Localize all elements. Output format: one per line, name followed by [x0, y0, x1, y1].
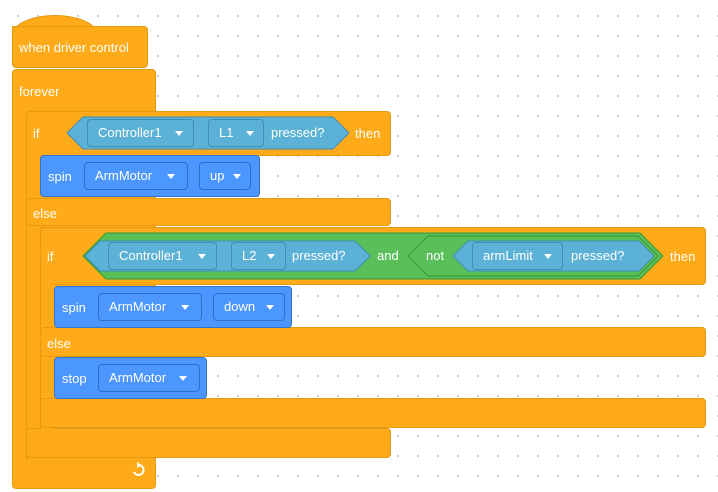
inner-else-bar[interactable]: else [40, 327, 706, 357]
chevron-down-icon [167, 174, 175, 179]
outer-if-foot [26, 428, 391, 458]
spin-down-direction-dropdown[interactable]: down [213, 293, 285, 321]
inner-if-label: if [47, 249, 54, 264]
spin-down-label: spin [62, 300, 86, 315]
forever-label: forever [19, 84, 60, 99]
outer-condition[interactable]: Controller1 L1 pressed? [66, 116, 350, 150]
outer-controller-dropdown[interactable]: Controller1 [87, 119, 194, 147]
outer-button-dropdown[interactable]: L1 [208, 119, 264, 147]
stop-block[interactable]: stop ArmMotor [54, 357, 207, 399]
spin-up-block[interactable]: spin ArmMotor up [40, 155, 260, 197]
outer-if-arm [26, 150, 42, 460]
spin-down-block[interactable]: spin ArmMotor down [54, 286, 292, 328]
outer-else-bar[interactable]: else [26, 198, 391, 226]
inner-button-dropdown[interactable]: L2 [231, 242, 286, 270]
inner-then-label: then [670, 249, 696, 264]
stop-label: stop [62, 371, 87, 386]
inner-else-label: else [47, 336, 71, 351]
chevron-down-icon [246, 131, 254, 136]
outer-then-label: then [355, 126, 381, 141]
inner-pressed-label: pressed? [292, 248, 346, 263]
spin-up-motor-dropdown[interactable]: ArmMotor [84, 162, 188, 190]
chevron-down-icon [266, 305, 274, 310]
limit-dropdown[interactable]: armLimit [472, 242, 563, 270]
chevron-down-icon [179, 376, 187, 381]
chevron-down-icon [198, 254, 206, 259]
not-label: not [426, 248, 445, 263]
inner-if-foot [40, 398, 706, 428]
inner-controller-dropdown[interactable]: Controller1 [108, 242, 217, 270]
and-label: and [377, 248, 399, 263]
chevron-down-icon [544, 254, 552, 259]
limit-pressed-label: pressed? [571, 248, 625, 263]
chevron-down-icon [267, 254, 275, 259]
chevron-down-icon [181, 305, 189, 310]
outer-pressed-label: pressed? [271, 125, 325, 140]
stop-motor-dropdown[interactable]: ArmMotor [98, 364, 200, 392]
hat-block[interactable]: when driver control [12, 26, 148, 68]
spin-up-label: spin [48, 169, 72, 184]
spin-up-direction-dropdown[interactable]: up [199, 162, 251, 190]
inner-and-condition[interactable]: Controller1 L2 pressed? and not armLimit… [82, 232, 664, 280]
hat-block-label: when driver control [19, 40, 129, 55]
outer-if-label: if [33, 126, 40, 141]
outer-else-label: else [33, 206, 57, 221]
chevron-down-icon [175, 131, 183, 136]
loop-arrow-icon [131, 462, 147, 478]
chevron-down-icon [233, 174, 241, 179]
spin-down-motor-dropdown[interactable]: ArmMotor [98, 293, 202, 321]
